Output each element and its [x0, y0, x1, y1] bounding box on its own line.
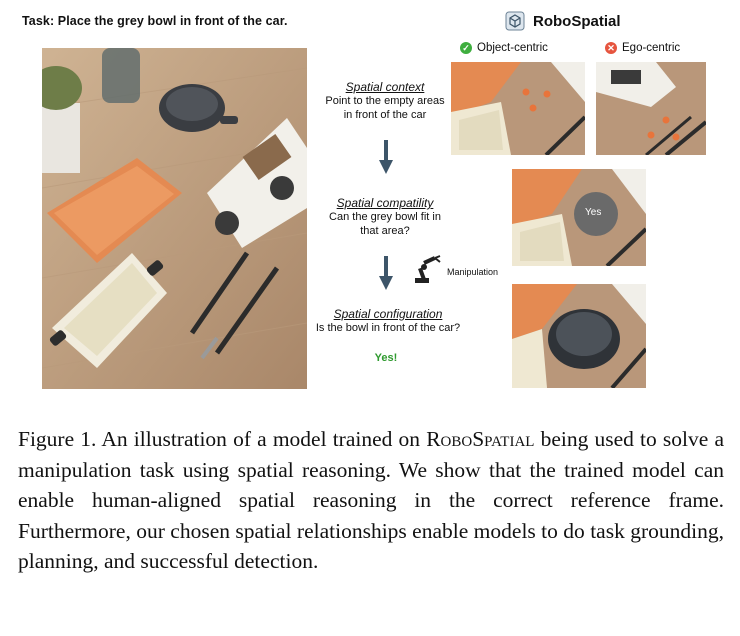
check-circle-icon: ✓ — [460, 42, 472, 54]
caption-suffix: being used to solve a manipulation task … — [18, 427, 724, 573]
figure-caption: Figure 1. An illustration of a model tra… — [18, 424, 724, 577]
object-centric-photo — [451, 62, 585, 155]
step-spatial-compatibility: Spatial compatility Can the grey bowl fi… — [320, 196, 450, 238]
legend-ego-centric: ✕ Ego-centric — [605, 42, 680, 54]
configuration-photo — [512, 284, 646, 388]
step-spatial-configuration: Spatial configuration Is the bowl in fro… — [308, 307, 468, 335]
robot-arm-icon — [415, 255, 441, 283]
step-compat-title: Spatial compatility — [336, 196, 434, 210]
caption-prefix: Figure 1. An illustration of a model tra… — [18, 427, 427, 451]
down-arrow-icon — [379, 140, 393, 174]
caption-model-name: RoboSpatial — [426, 427, 535, 451]
answer-yes: Yes! — [374, 352, 398, 364]
cross-circle-icon: ✕ — [605, 42, 617, 54]
step-config-title: Spatial configuration — [333, 307, 443, 321]
step-config-text: Is the bowl in front of the car? — [315, 322, 461, 334]
step-compat-text: Can the grey bowl fit in that area? — [329, 211, 441, 237]
step-context-text: Point to the empty areas in front of the… — [325, 95, 445, 121]
cube-icon — [505, 11, 525, 31]
legend-good-label: Object-centric — [477, 42, 548, 54]
main-scene-photo — [42, 48, 307, 389]
thumb-yes-label: Yes — [585, 207, 602, 218]
step-spatial-context: Spatial context Point to the empty areas… — [320, 80, 450, 122]
task-title: Task: Place the grey bowl in front of th… — [22, 14, 288, 28]
legend-object-centric: ✓ Object-centric — [460, 42, 548, 54]
ego-centric-photo — [596, 62, 706, 155]
step-context-title: Spatial context — [345, 80, 425, 94]
brand: RoboSpatial — [505, 10, 621, 32]
manipulation-label: Manipulation — [447, 267, 499, 277]
brand-name: RoboSpatial — [533, 12, 621, 30]
compatibility-photo: Yes — [512, 169, 646, 266]
down-arrow-icon — [379, 256, 393, 290]
legend-bad-label: Ego-centric — [622, 42, 681, 54]
